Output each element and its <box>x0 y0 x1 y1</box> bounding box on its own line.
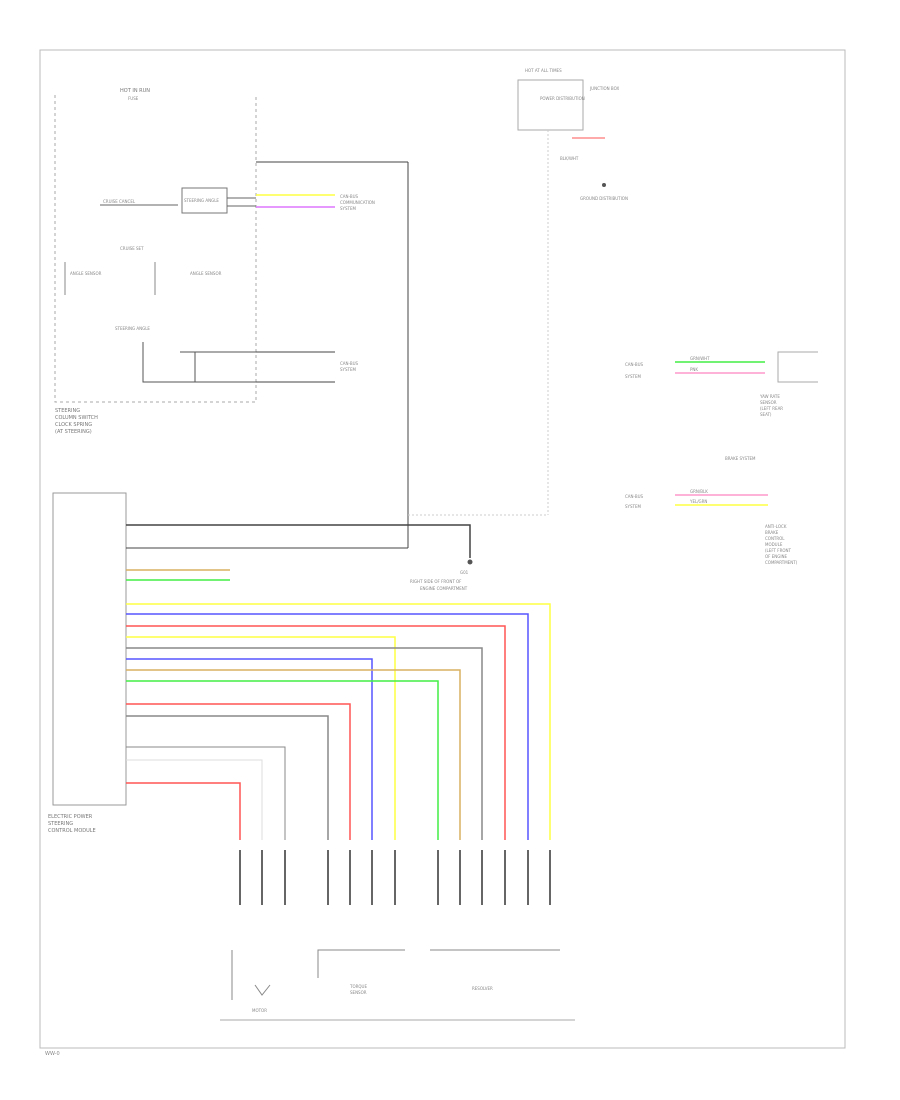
steering-label-2: COLUMN SWITCH <box>55 415 98 421</box>
cancel-switch-label: CRUISE CANCEL <box>103 199 136 204</box>
yaw-label-3: (LEFT REAR <box>760 406 783 411</box>
diagram-frame <box>39 49 846 1049</box>
steering-column-module: HOT IN RUN FUSE CRUISE CANCEL STEERING A… <box>54 88 257 435</box>
yaw-wire-2: PNK <box>690 367 698 372</box>
steering-label-1: STEERING <box>55 408 80 414</box>
yaw-label-1: YAW RATE <box>759 394 780 399</box>
yaw-conn-2: SYSTEM <box>625 374 641 379</box>
yaw-wire-1: GRN/WHT <box>690 356 710 361</box>
ecm-label: STEERING ANGLE <box>184 198 219 203</box>
ground-point-1: G01 <box>460 570 469 575</box>
abs-label-4: MODULE <box>765 542 783 547</box>
steering-label-3: CLOCK SPRING <box>55 422 92 428</box>
conn-label-b2: SYSTEM <box>340 367 356 372</box>
sensor-left-label: ANGLE SENSOR <box>70 271 102 276</box>
power-inner-label: POWER DISTRIBUTION <box>540 96 585 101</box>
yaw-rate-sensor: CAN-BUS SYSTEM GRN/WHT PNK YAW RATE SENS… <box>625 351 818 417</box>
abs-label-3: CONTROL <box>765 536 785 541</box>
resolver-label: RESOLVER <box>472 986 493 991</box>
eps-control-module: ELECTRIC POWER STEERING CONTROL MODULE <box>48 492 127 834</box>
bus-label: STEERING ANGLE <box>115 326 150 331</box>
motor-label: MOTOR <box>252 1008 267 1013</box>
eps-wires: G01 RIGHT SIDE OF FRONT OF ENGINE COMPAR… <box>126 524 551 840</box>
yaw-label-2: SENSOR <box>760 400 777 405</box>
conn-label-a2: COMMUNICATION <box>340 200 375 205</box>
steering-connector-wires: CAN-BUS COMMUNICATION SYSTEM CAN-BUS SYS… <box>256 161 409 548</box>
abs-label-2: BRAKE <box>765 530 779 535</box>
footer-code: WW-0 <box>45 1051 60 1057</box>
abs-conn-2: SYSTEM <box>625 504 641 509</box>
ground-dist-label: GROUND DISTRIBUTION <box>580 196 628 201</box>
conn-label-a1: CAN-BUS <box>340 194 358 199</box>
abs-title: BRAKE SYSTEM <box>725 456 756 461</box>
motor: MOTOR <box>231 950 271 1013</box>
steering-fuse-label: HOT IN RUN <box>120 88 150 94</box>
abs-label-1: ANTI-LOCK <box>765 524 787 529</box>
ground-point-2: RIGHT SIDE OF FRONT OF <box>410 579 462 584</box>
conn-label-a3: SYSTEM <box>340 206 356 211</box>
abs-control-module: BRAKE SYSTEM CAN-BUS SYSTEM GRN/BLK YEL/… <box>625 456 798 565</box>
torque-label-2: SENSOR <box>350 990 367 995</box>
power-distribution-box: HOT AT ALL TIMES POWER DISTRIBUTION JUNC… <box>408 68 628 516</box>
abs-label-7: COMPARTMENT) <box>765 560 798 565</box>
torque-sensor: TORQUE SENSOR <box>317 949 405 995</box>
power-side-label: JUNCTION BOX <box>589 86 619 91</box>
yaw-conn-1: CAN-BUS <box>625 362 643 367</box>
steering-fuse-sub: FUSE <box>128 96 139 101</box>
abs-wire-1: GRN/BLK <box>690 489 708 494</box>
ground-point-3: ENGINE COMPARTMENT <box>420 586 468 591</box>
steering-label-4: (AT STEERING) <box>55 429 92 435</box>
eps-label-2: STEERING <box>48 821 73 827</box>
power-title: HOT AT ALL TIMES <box>525 68 562 73</box>
yaw-label-4: SEAT) <box>760 412 772 417</box>
torque-label-1: TORQUE <box>349 984 367 989</box>
switch-center-label: CRUISE SET <box>120 246 144 251</box>
power-wire-label: BLK/WHT <box>560 156 579 161</box>
conn-label-b1: CAN-BUS <box>340 361 358 366</box>
abs-conn-1: CAN-BUS <box>625 494 643 499</box>
bottom-connectors <box>239 850 551 905</box>
sensor-right-label: ANGLE SENSOR <box>190 271 222 276</box>
eps-label-1: ELECTRIC POWER <box>48 814 93 820</box>
abs-wire-2: YEL/GRN <box>689 499 707 504</box>
abs-label-5: (LEFT FRONT <box>765 548 791 553</box>
resolver: RESOLVER <box>430 949 560 991</box>
eps-label-3: CONTROL MODULE <box>48 828 96 834</box>
abs-label-6: OF ENGINE <box>765 554 788 559</box>
